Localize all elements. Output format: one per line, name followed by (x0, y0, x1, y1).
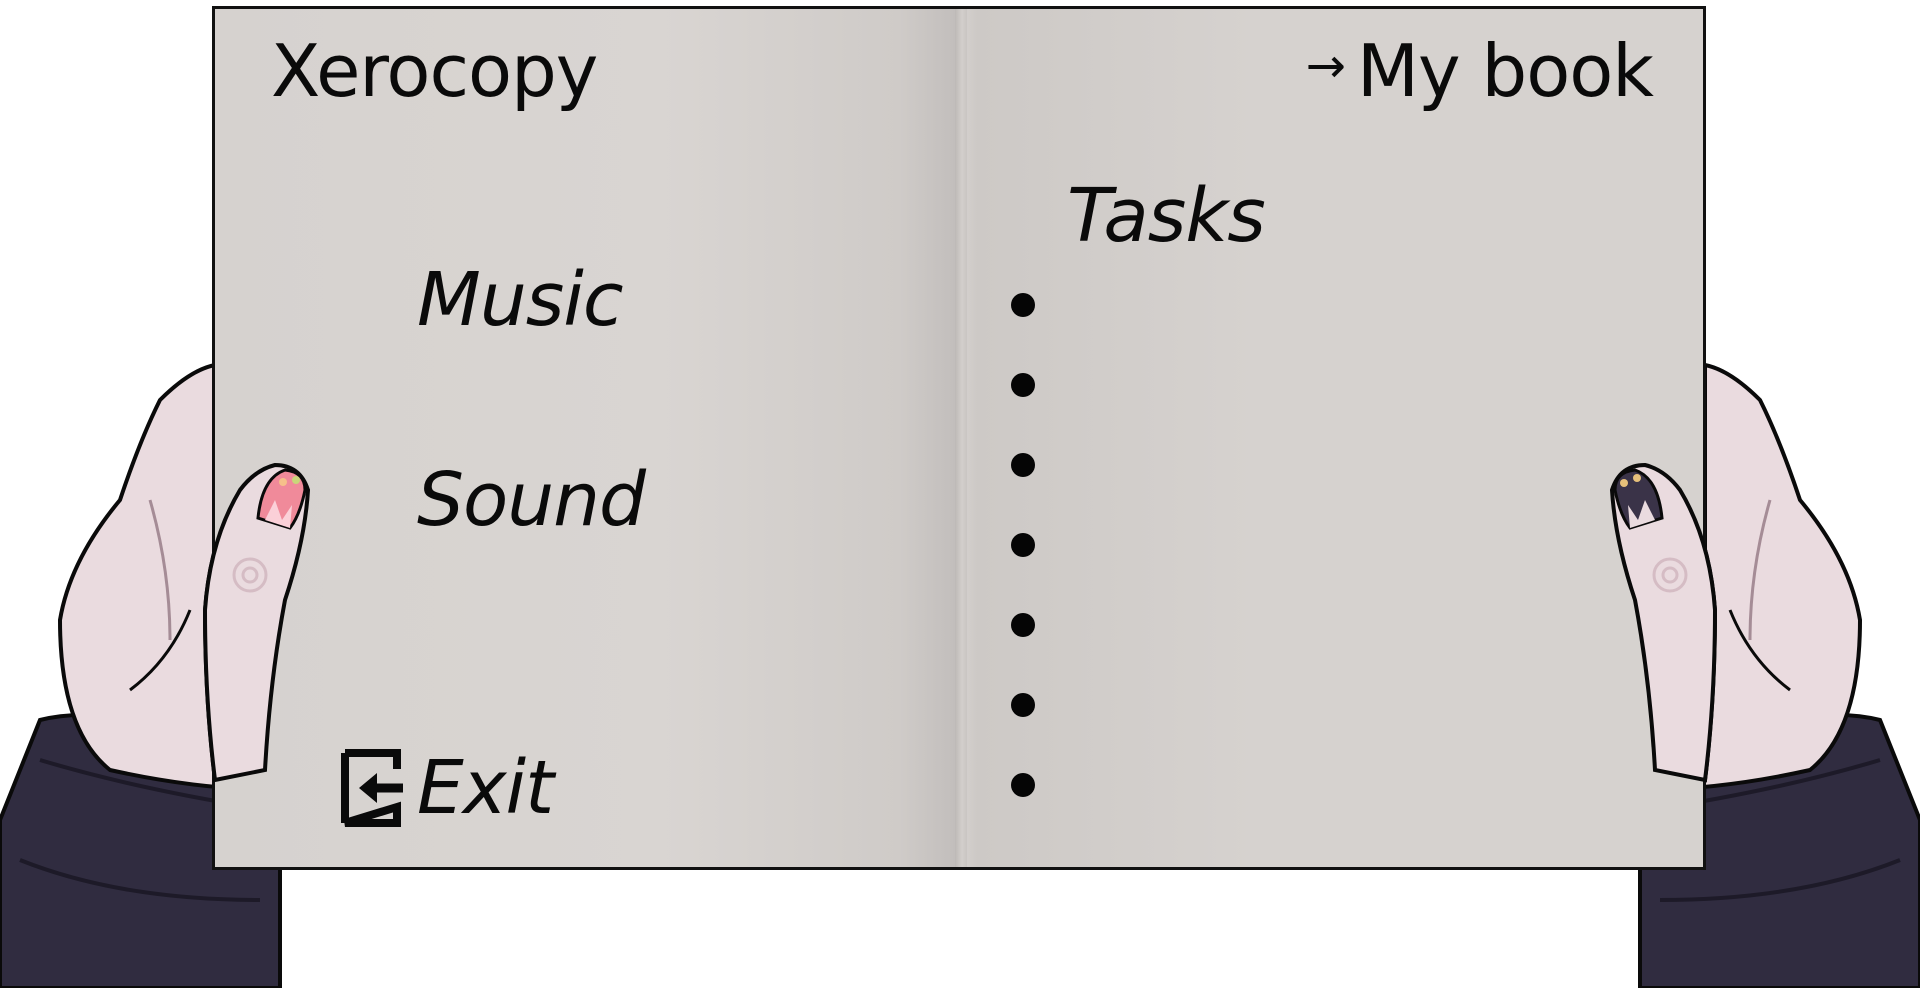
bullet-icon (1011, 773, 1035, 797)
task-item (1011, 449, 1551, 529)
my-book-link[interactable]: →My book (1305, 29, 1654, 113)
open-book: Xerocopy →My book Music Sound Exit Tasks (212, 6, 1706, 870)
exit-button[interactable]: Exit (339, 745, 554, 831)
task-item (1011, 369, 1551, 449)
task-item (1011, 609, 1551, 689)
exit-label: Exit (417, 745, 554, 831)
bullet-icon (1011, 293, 1035, 317)
book-spine (955, 9, 967, 867)
arrow-right-icon: → (1305, 38, 1346, 94)
sound-button[interactable]: Sound (417, 457, 646, 543)
my-book-label: My book (1356, 29, 1654, 113)
bullet-icon (1011, 373, 1035, 397)
bullet-icon (1011, 533, 1035, 557)
bullet-icon (1011, 693, 1035, 717)
exit-icon (341, 749, 403, 827)
task-list (1011, 289, 1551, 849)
task-item (1011, 689, 1551, 769)
bullet-icon (1011, 613, 1035, 637)
music-button[interactable]: Music (417, 257, 624, 343)
game-title: Xerocopy (271, 29, 598, 113)
task-item (1011, 529, 1551, 609)
tasks-heading: Tasks (1067, 173, 1266, 259)
task-item (1011, 289, 1551, 369)
bullet-icon (1011, 453, 1035, 477)
task-item (1011, 769, 1551, 849)
